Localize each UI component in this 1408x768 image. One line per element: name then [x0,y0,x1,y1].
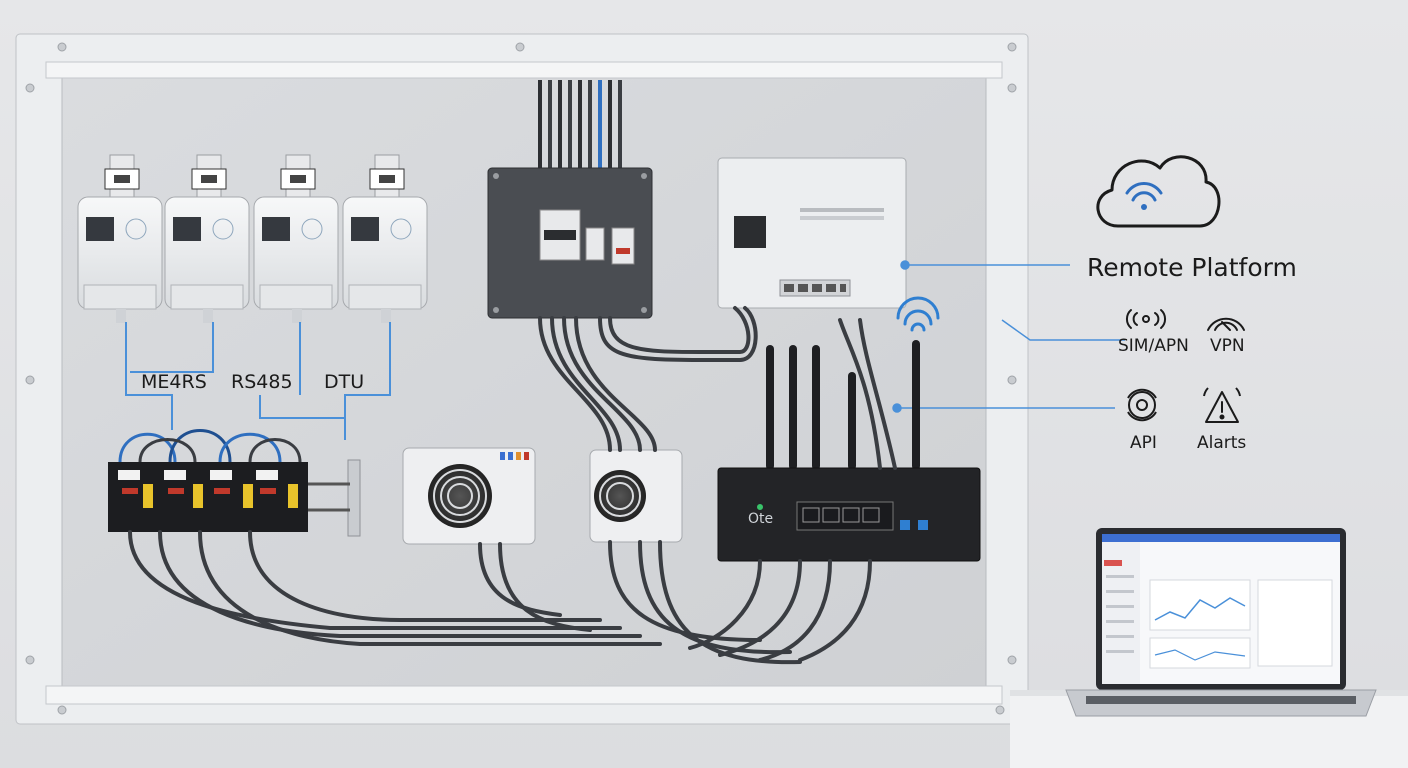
router-brand: Ote [748,511,774,527]
vpn-signal-icon [1207,317,1245,331]
label-alerts: Alarts [1197,433,1247,453]
label-meter-bus: ME4RS [141,371,207,393]
energy-meter [342,154,428,323]
cable-harness [128,306,897,665]
api-gear-icon [1127,388,1157,422]
fan-unit [402,447,536,545]
terminal-blocks [108,459,361,537]
label-rs485: RS485 [231,371,293,393]
remote-platform-title: Remote Platform [1087,253,1297,282]
top-cable-bundle [538,80,622,170]
frame-screws [25,42,1017,715]
meter-bus-wiring [125,322,391,440]
wifi-icon [896,296,940,332]
label-sim-apn: SIM/APN [1118,336,1189,356]
label-vpn: VPN [1210,336,1245,356]
cellular-router [717,340,981,562]
energy-meter [77,154,163,323]
alert-bell-icon [1203,387,1241,423]
label-api: API [1130,433,1157,453]
cabinet-frame-top-lip [45,61,1003,79]
energy-meter [164,154,250,323]
remote-connector-lines [892,260,1125,413]
terminal-wire-loops [118,429,302,463]
distribution-box [487,167,653,319]
cellular-signal-icon [1125,309,1167,329]
label-dtu: DTU [324,371,365,393]
energy-meter [253,154,339,323]
gateway-box [717,157,907,309]
energy-meters [77,154,428,323]
dashboard-trend-line [1154,597,1246,621]
fan-unit [589,449,683,543]
cabinet-frame-bottom-lip [45,685,1003,705]
laptop [1065,528,1377,717]
cloud-wifi-icon [1096,155,1221,228]
